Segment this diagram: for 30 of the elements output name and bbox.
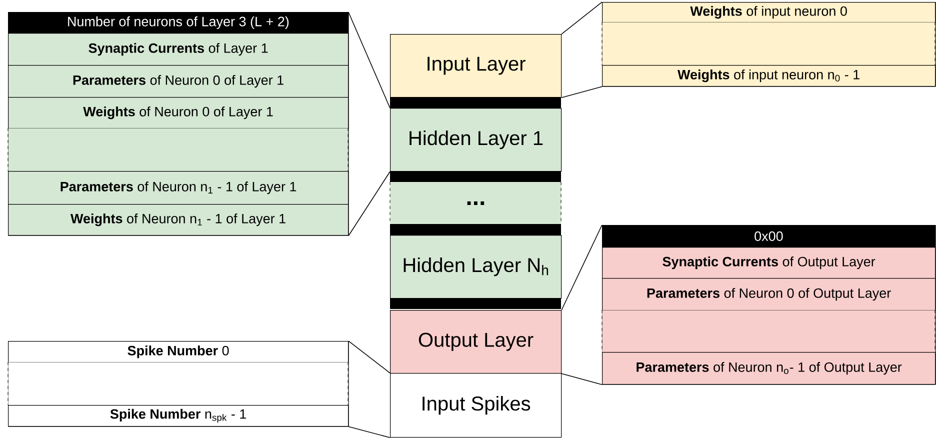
table-row: Weights of input neuron n$_{0}$ - 1 bbox=[602, 65, 936, 87]
header-row: Number of neurons of Layer 3 (L + 2) bbox=[8, 12, 348, 34]
table-row: Weights of Neuron n$_{1}$ - 1 of Layer 1 bbox=[8, 204, 349, 236]
header-row: 0x00 bbox=[602, 225, 936, 248]
table-row: Parameters of Neuron n$_{1}$ - 1 of Layer 1 bbox=[8, 171, 349, 205]
table-row: Parameters of Neuron 0 of Layer 1 bbox=[8, 65, 349, 98]
table-row: Synaptic Currents of Output Layer bbox=[602, 247, 936, 279]
table-row: Parameters of Neuron 0 of Output Layer bbox=[602, 278, 936, 311]
table-row: Spike Number 0 bbox=[8, 341, 349, 363]
zoom-line bbox=[348, 340, 390, 374]
zoom-line bbox=[348, 426, 390, 438]
layer-box: Hidden Layer N$_{h}$ bbox=[390, 235, 562, 299]
zoom-line bbox=[561, 2, 602, 34]
zoom-line bbox=[348, 171, 390, 236]
table-row: Synaptic Currents of Layer 1 bbox=[8, 33, 349, 66]
table-row: Weights of Neuron 0 of Layer 1 bbox=[8, 97, 349, 129]
table-row: Spike Number n$_{spk}$ - 1 bbox=[8, 405, 349, 427]
layer-box: Input Spikes bbox=[390, 373, 562, 438]
layer-box: Input Layer bbox=[390, 34, 562, 98]
layer-box: Hidden Layer 1 bbox=[390, 108, 562, 172]
zoom-line bbox=[348, 12, 390, 108]
ellipsis-box: ... bbox=[390, 182, 562, 224]
node-label: Synaptic Currents of Output Layer bbox=[662, 256, 876, 270]
table-row: Weights of input neuron 0 bbox=[602, 2, 936, 23]
zoom-line bbox=[561, 373, 602, 385]
table-row: Parameters of Neuron n$_{o}$- 1 of Output Layer bbox=[602, 352, 936, 385]
zoom-line bbox=[561, 224, 602, 310]
empty-row bbox=[8, 128, 348, 172]
layer-box: Output Layer bbox=[390, 310, 562, 374]
empty-row bbox=[602, 310, 936, 352]
